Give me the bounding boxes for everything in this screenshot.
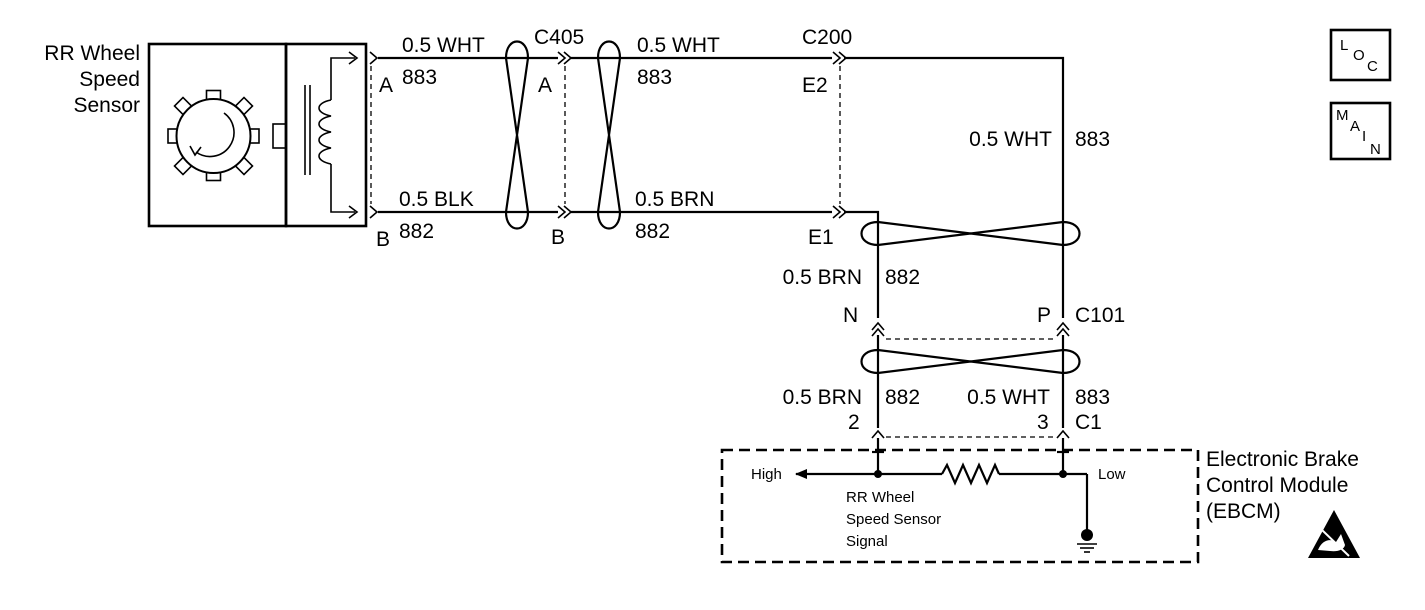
twisted-pair-icon-2 <box>596 40 622 230</box>
wire-top-1-size-color: 0.5 WHT <box>402 34 485 57</box>
c101-label: C101 <box>1075 304 1125 327</box>
wire-right-vertical-size-color: 0.5 WHT <box>969 128 1052 151</box>
signal-label-line1: RR Wheel <box>846 489 914 506</box>
c1-pin-2: 2 <box>848 411 860 434</box>
loc-icon[interactable]: L O C <box>1329 28 1392 82</box>
wire-lower-left-circuit: 882 <box>885 386 920 409</box>
twisted-pair-icon-3 <box>860 220 1081 247</box>
wire-lower-right-circuit: 883 <box>1075 386 1110 409</box>
tone-wheel-icon <box>167 89 260 182</box>
loc-icon-l: L <box>1340 37 1348 54</box>
connector-c1 <box>871 429 1070 454</box>
wire-left-vertical-size-color: 0.5 BRN <box>783 266 862 289</box>
c405-pin-a: A <box>538 74 552 97</box>
wire-top-2-circuit: 883 <box>637 66 672 89</box>
twisted-pair-icon-4 <box>860 348 1081 375</box>
wire-top-2-size-color: 0.5 WHT <box>637 34 720 57</box>
junction-dot-low <box>1059 470 1067 478</box>
resistor-icon <box>941 462 1001 486</box>
loc-icon-c: C <box>1367 58 1378 75</box>
c1-label: C1 <box>1075 411 1102 434</box>
wire-882-segment-3 <box>844 210 880 318</box>
sensor-label-line3: Sensor <box>73 94 140 117</box>
signal-label-line2: Speed Sensor <box>846 511 941 528</box>
wire-bottom-1-size-color: 0.5 BLK <box>399 188 474 211</box>
main-icon-m: M <box>1336 107 1349 124</box>
c405-pin-b: B <box>551 226 565 249</box>
ebcm-boundary <box>720 448 1200 564</box>
twisted-pair-icon-1 <box>504 40 530 230</box>
wire-883-segment-3 <box>844 56 1065 318</box>
ebcm-label-line2: Control Module <box>1206 474 1348 497</box>
wire-top-1-circuit: 883 <box>402 66 437 89</box>
main-icon-a: A <box>1350 118 1360 135</box>
wire-right-vertical-circuit: 883 <box>1075 128 1110 151</box>
ebcm-low-label: Low <box>1098 466 1126 483</box>
ground-icon <box>1077 529 1097 553</box>
c200-label: C200 <box>802 26 852 49</box>
junction-dot-high <box>874 470 882 478</box>
main-icon-i: I <box>1362 128 1366 145</box>
c101-pin-p: P <box>1037 304 1051 327</box>
main-icon[interactable]: M A I N <box>1329 101 1392 161</box>
wheel-speed-sensor: RR Wheel Speed Sensor <box>44 42 368 228</box>
connector-c200 <box>832 51 848 219</box>
signal-label-line3: Signal <box>846 533 888 550</box>
c200-pin-e2: E2 <box>802 74 828 97</box>
pickup-coil-icon <box>304 51 359 219</box>
main-icon-n: N <box>1370 141 1381 158</box>
esd-warning-icon <box>1308 510 1360 558</box>
connector-sensor-terminals <box>369 51 379 219</box>
wire-left-vertical-circuit: 882 <box>885 266 920 289</box>
ebcm-label-line3: (EBCM) <box>1206 500 1281 523</box>
sensor-pin-b: B <box>376 228 390 251</box>
sensor-label-line2: Speed <box>79 68 140 91</box>
connector-c101 <box>871 321 1070 340</box>
connector-c405 <box>557 51 573 219</box>
ebcm-high-label: High <box>751 466 782 483</box>
c200-pin-e1: E1 <box>808 226 834 249</box>
ebcm-label-line1: Electronic Brake <box>1206 448 1359 471</box>
c1-pin-3: 3 <box>1037 411 1049 434</box>
wires <box>378 56 1065 474</box>
c101-pin-n: N <box>843 304 858 327</box>
wire-bottom-2-size-color: 0.5 BRN <box>635 188 714 211</box>
wire-lower-left-size-color: 0.5 BRN <box>783 386 862 409</box>
sensor-pin-a: A <box>379 74 393 97</box>
ebcm-module: High Low RR Wheel Speed Sensor Signal El… <box>720 448 1360 564</box>
wire-bottom-1-circuit: 882 <box>399 220 434 243</box>
wire-lower-right-size-color: 0.5 WHT <box>967 386 1050 409</box>
pickup-pole <box>272 123 287 149</box>
sensor-label-line1: RR Wheel <box>44 42 140 65</box>
wire-bottom-2-circuit: 882 <box>635 220 670 243</box>
c405-label: C405 <box>534 26 584 49</box>
sensor-coil-housing <box>284 42 368 228</box>
loc-icon-o: O <box>1353 47 1365 64</box>
